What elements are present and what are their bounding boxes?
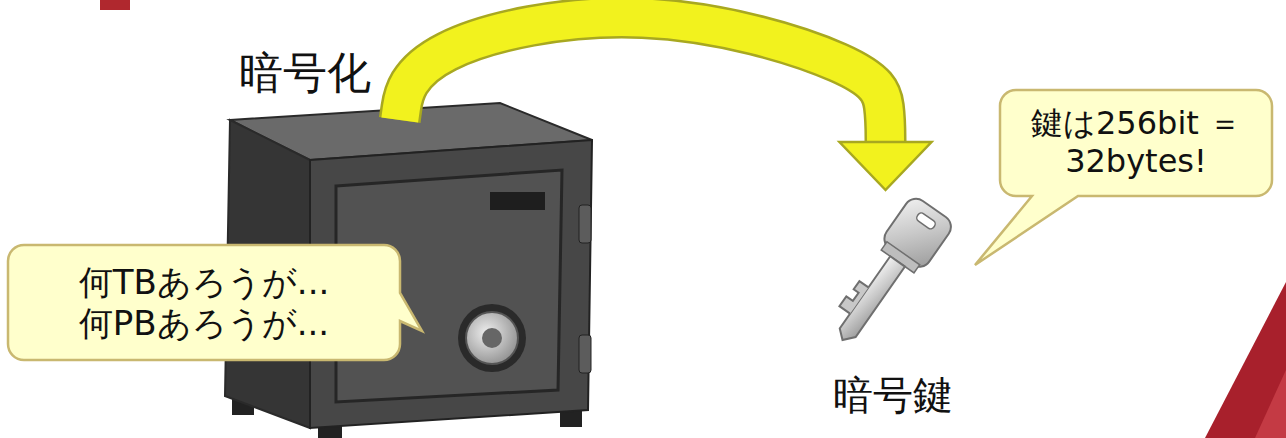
safe-hinge bbox=[579, 205, 591, 243]
safe-slot bbox=[490, 192, 545, 210]
node-heading: 暗号化 bbox=[239, 44, 371, 103]
node-label: 暗号鍵 bbox=[818, 368, 968, 423]
key-hole bbox=[915, 211, 937, 230]
arrow-band bbox=[400, 18, 886, 146]
corner-accent bbox=[1205, 282, 1286, 438]
key-illustration bbox=[821, 194, 955, 355]
callout-text: 鍵は256bit ＝32bytes! bbox=[1008, 105, 1264, 181]
safe-hinge bbox=[579, 335, 591, 373]
callout-outline bbox=[975, 90, 1272, 265]
safe-dial bbox=[466, 312, 518, 364]
safe-dial-knob bbox=[482, 328, 502, 348]
key-box: 暗号鍵 bbox=[818, 190, 968, 422]
curved-arrow bbox=[400, 18, 932, 190]
arrow-head bbox=[840, 142, 932, 190]
corner-accent bbox=[1255, 370, 1286, 438]
callout-bubble: 鍵は256bit ＝32bytes! bbox=[1000, 90, 1272, 196]
callout-bubble: 何TBあろうが... 何PBあろうが... bbox=[8, 245, 400, 360]
callout-outline bbox=[8, 245, 422, 360]
key-shaft bbox=[835, 256, 905, 345]
safe-dial-ring bbox=[458, 304, 526, 372]
callout-text: 何TBあろうが... 何PBあろうが... bbox=[16, 262, 392, 342]
key-teeth bbox=[839, 280, 868, 314]
arrow-outline bbox=[400, 18, 886, 146]
logo-mark bbox=[100, 0, 130, 10]
